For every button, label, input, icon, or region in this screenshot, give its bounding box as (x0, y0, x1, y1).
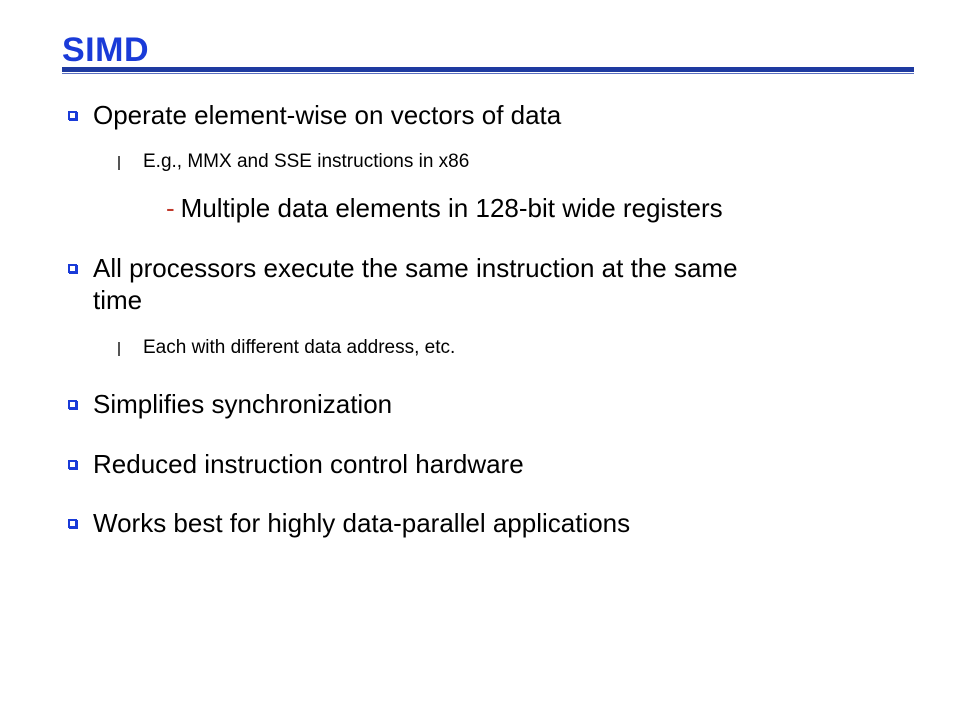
bullet-text-line2: time (93, 285, 143, 315)
square-bullet-icon (68, 460, 78, 470)
square-bullet-icon (68, 519, 78, 529)
square-bullet-icon (68, 264, 78, 274)
slide-title: SIMD (62, 31, 149, 69)
bullet-text: Reduced instruction control hardware (93, 449, 524, 479)
sub-sub-bullet-text: Multiple data elements in 128-bit wide r… (180, 193, 723, 223)
square-bullet-icon (68, 111, 78, 121)
bar-bullet-icon (118, 342, 120, 356)
bar-bullet-icon (118, 156, 120, 170)
title-underline (62, 67, 914, 72)
bullet-text-line1: All processors execute the same instruct… (93, 253, 738, 283)
sub-bullet-text: Each with different data address, etc. (143, 337, 456, 358)
bullet-text: Operate element-wise on vectors of data (93, 100, 562, 130)
bullet-text: Works best for highly data-parallel appl… (93, 508, 631, 538)
square-bullet-icon (68, 400, 78, 410)
title-underline-shadow (62, 73, 914, 74)
dash-bullet-icon: - (166, 193, 175, 223)
sub-bullet-text: E.g., MMX and SSE instructions in x86 (143, 151, 470, 172)
bullet-text: Simplifies synchronization (93, 389, 393, 419)
